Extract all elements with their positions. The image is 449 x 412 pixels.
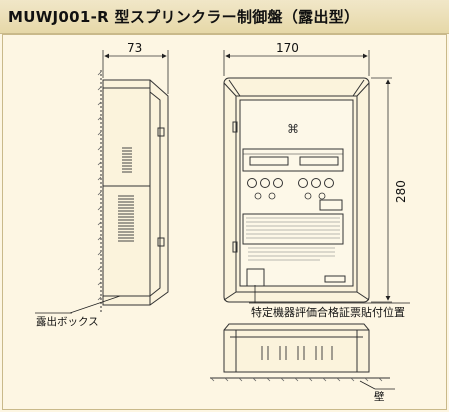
side-view [97,50,169,312]
button-6 [324,178,334,188]
bottom-view [210,323,390,382]
side-vent-lower [118,195,134,242]
button-4 [298,178,308,188]
wall-hatch-side [97,71,102,301]
leader-wall [359,380,376,390]
front-view: ⌘ [223,50,392,303]
label-wall: 壁 [374,390,385,403]
label-cert-position: 特定機器評価合格証票貼付位置 [251,305,405,319]
brand-plate [324,275,346,283]
page-title: MUWJ001-R 型スプリンクラー制御盤（露出型） [8,8,360,26]
key-row [254,192,326,200]
side-box-outline [102,79,169,306]
instruction-text-lines [246,217,340,239]
tab-lower-left [232,241,238,253]
side-vent-upper [122,147,132,173]
warning-text-lines [248,247,335,261]
button-5 [311,178,321,188]
lcd-left [249,156,289,166]
instruction-block [242,213,344,245]
button-1 [247,178,257,188]
cert-label-box [246,268,265,287]
label-exposed-box: 露出ボックス [36,315,99,328]
dim-label-side-width: 73 [127,41,142,55]
button-row [247,178,334,188]
bottom-outline [223,323,370,373]
latch-upper [157,127,165,137]
status-box [319,199,343,211]
dim-label-front-height: 280 [394,180,408,203]
button-2 [260,178,270,188]
wall-hatch-bottom [210,377,383,382]
header-bar: MUWJ001-R 型スプリンクラー制御盤（露出型） [0,0,449,34]
leader-exposed-box [69,295,121,314]
bottom-vent-slots [261,346,333,360]
lcd-right [299,156,339,166]
tab-upper-left [232,121,238,133]
dim-label-front-width: 170 [276,41,299,55]
latch-lower [157,237,165,247]
logo-mark: ⌘ [287,122,299,136]
display-area [242,148,344,172]
button-3 [273,178,283,188]
